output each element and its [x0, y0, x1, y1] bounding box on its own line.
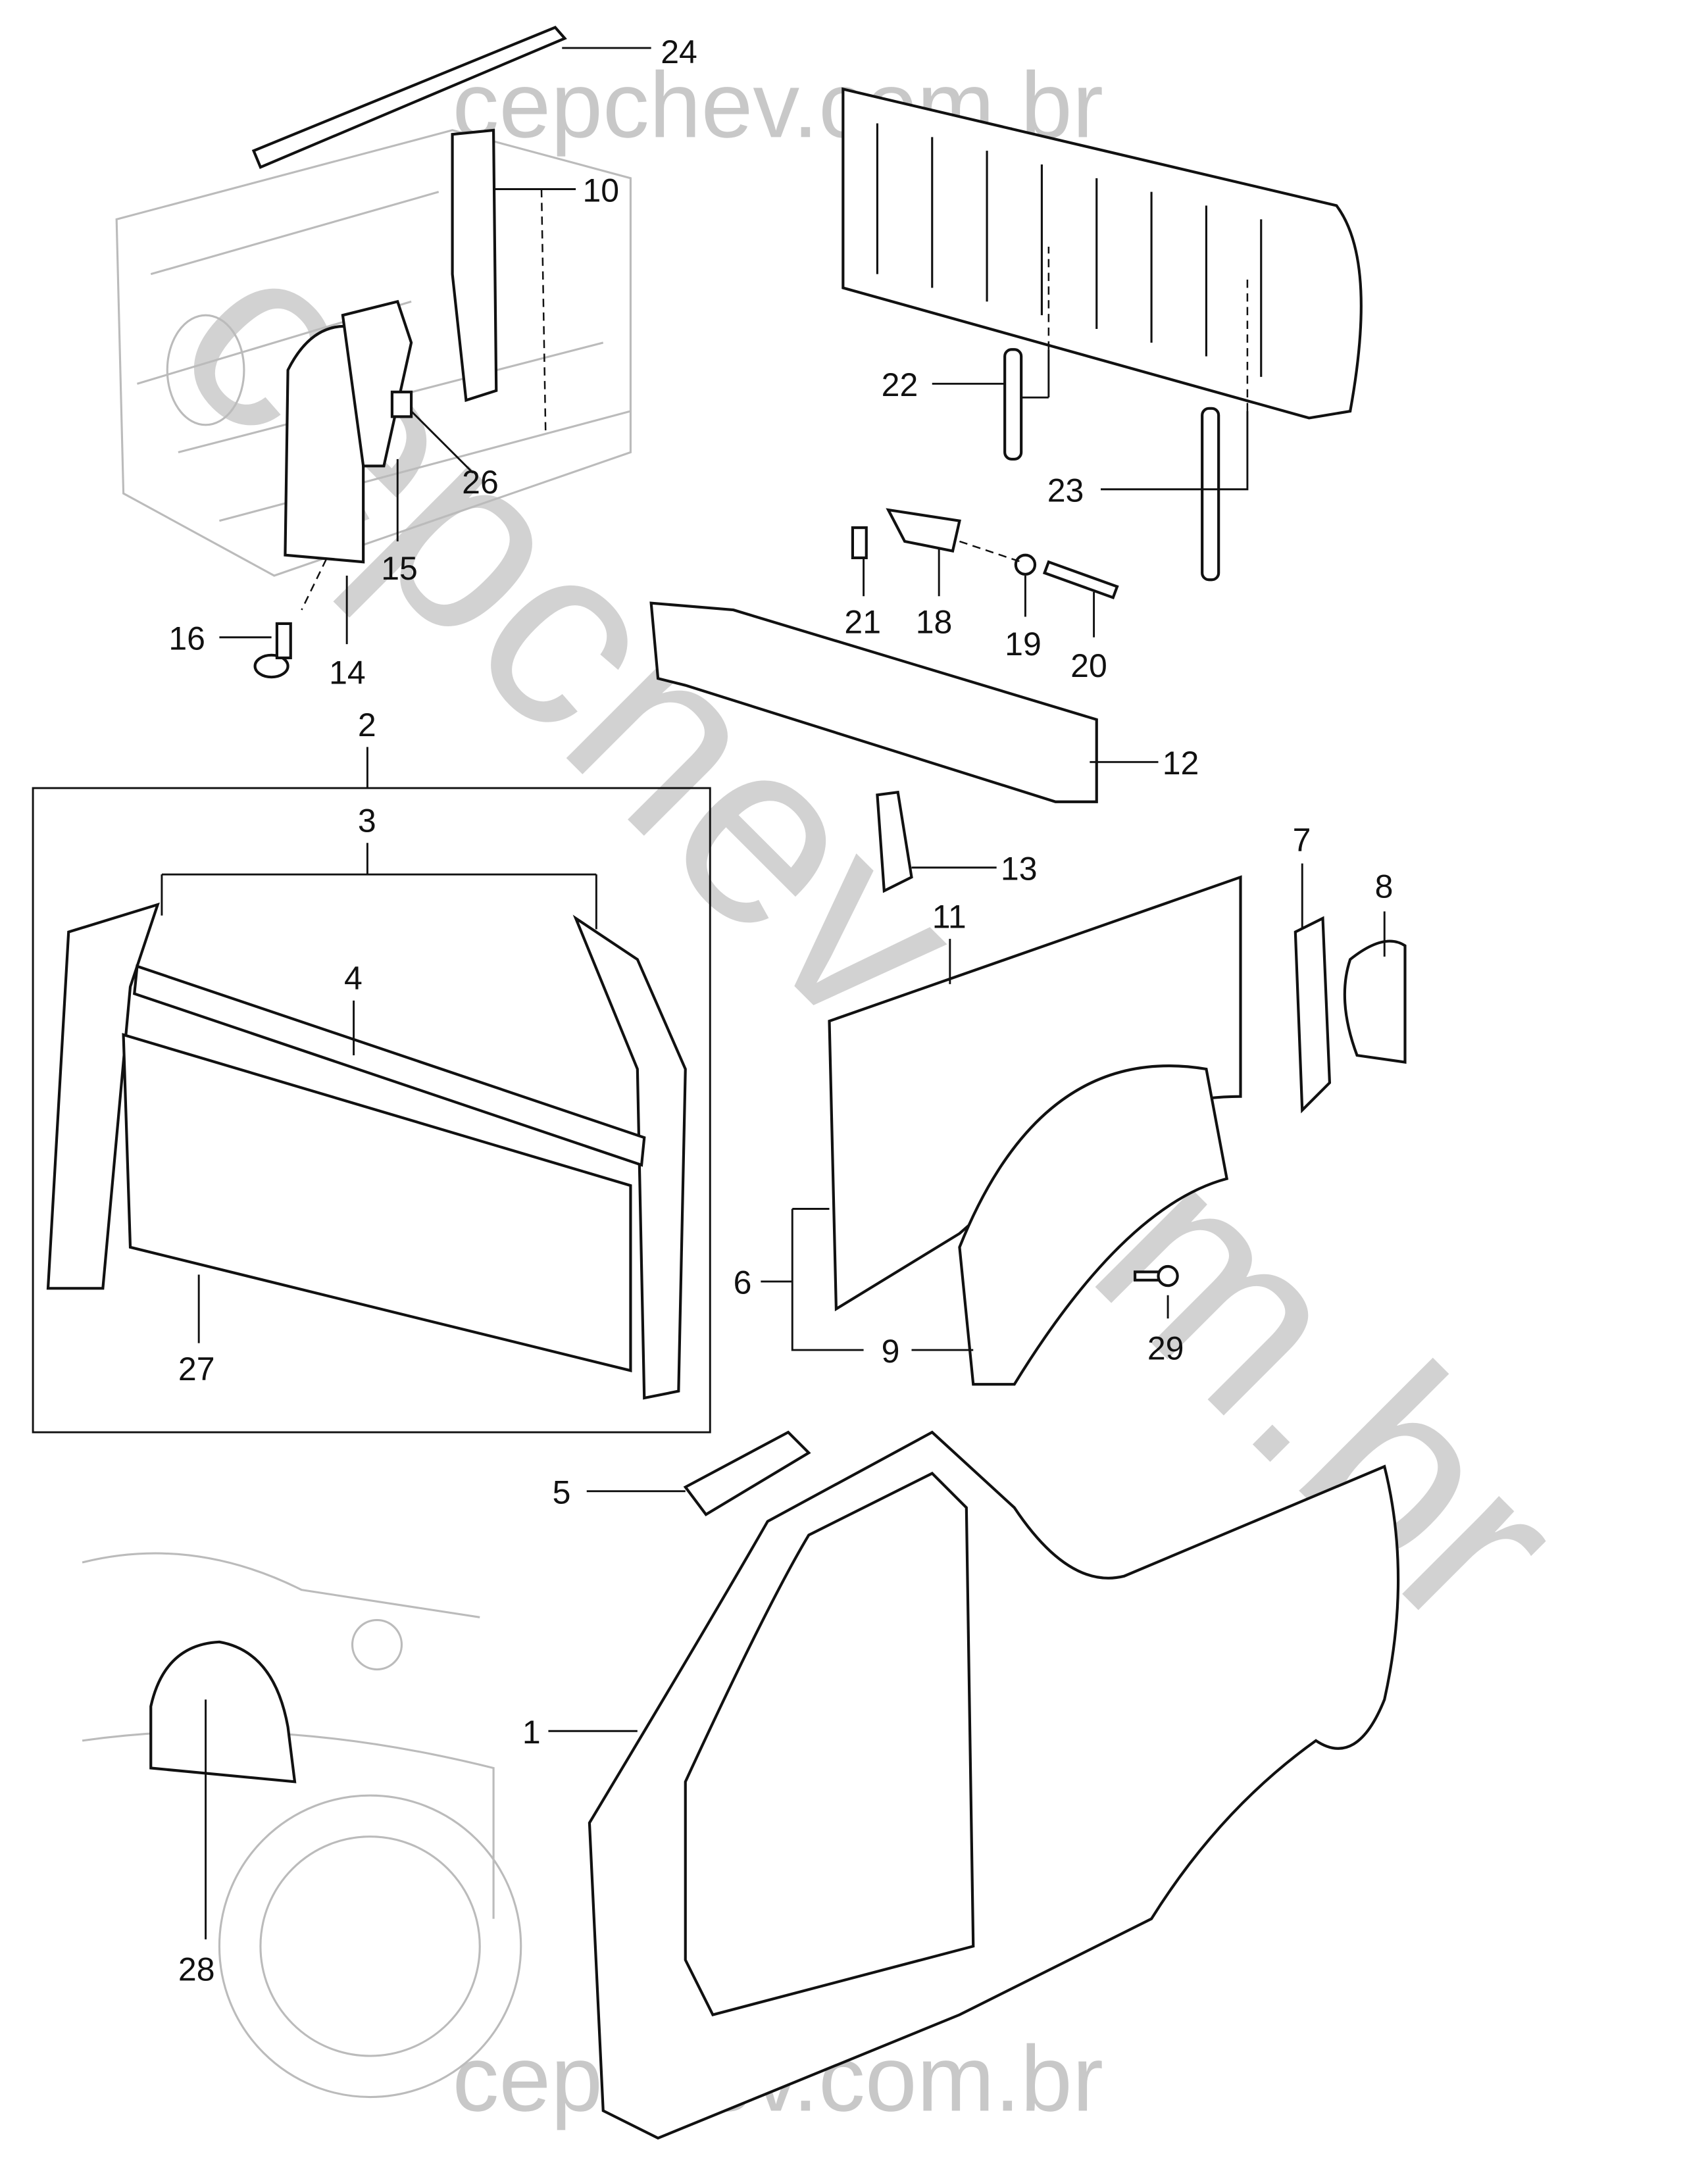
callout-27: 27	[178, 1351, 215, 1387]
part-26-clip	[390, 390, 413, 418]
part-12-crossmember	[649, 601, 1098, 803]
assembly-box-2	[32, 787, 711, 1434]
part-29-screw	[1134, 1264, 1179, 1287]
callout-15: 15	[381, 550, 418, 587]
part-3-right-pillar	[572, 914, 687, 1400]
tailgate-ribs	[876, 123, 1263, 377]
part-1-door-opening	[684, 1472, 975, 2016]
callout-14: 14	[329, 655, 366, 691]
callout-8: 8	[1375, 868, 1394, 905]
part-19-washer	[1014, 553, 1037, 576]
part-9-wheelhouse	[958, 1064, 1229, 1386]
callout-18: 18	[916, 604, 953, 641]
part-28-lamp-housing	[149, 1640, 297, 1784]
callout-10: 10	[583, 172, 620, 209]
part-24-bed-rail-strip	[251, 26, 567, 169]
callout-22: 22	[882, 366, 918, 403]
callout-2: 2	[358, 707, 376, 743]
callout-4: 4	[344, 960, 363, 997]
callout-11: 11	[932, 898, 967, 935]
callout-29: 29	[1147, 1330, 1184, 1367]
part-3-left-pillar	[46, 902, 160, 1290]
part-20-pin	[1042, 560, 1119, 599]
callout-5: 5	[553, 1474, 571, 1510]
car-rear-background	[82, 1552, 522, 2099]
callout-16: 16	[168, 620, 205, 657]
truck-bed-background	[115, 129, 632, 577]
callout-21: 21	[844, 604, 881, 641]
part-18-hinge	[886, 508, 961, 553]
callout-28: 28	[178, 1951, 215, 1987]
tailgate-panel	[841, 87, 1363, 420]
callout-13: 13	[1001, 851, 1038, 887]
callout-1: 1	[522, 1714, 541, 1751]
callout-9: 9	[882, 1333, 900, 1370]
part-16-screw	[253, 622, 292, 679]
part-23-seal	[1201, 407, 1220, 582]
part-8-lamp-housing	[1343, 939, 1407, 1064]
part-27-rear-panel	[122, 1033, 632, 1372]
part-5-reinforcement	[683, 1430, 811, 1516]
part-4-upper-rail	[133, 964, 646, 1167]
callout-3: 3	[358, 803, 376, 839]
callout-6: 6	[734, 1264, 752, 1301]
callout-12: 12	[1163, 745, 1199, 782]
callout-24: 24	[661, 34, 697, 70]
callout-19: 19	[1005, 626, 1042, 662]
part-7-bracket	[1294, 916, 1332, 1114]
part-13-bracket	[876, 790, 913, 893]
callout-20: 20	[1070, 647, 1107, 684]
callout-23: 23	[1047, 472, 1084, 509]
part-21-bolt	[851, 526, 868, 560]
leader-lines	[161, 47, 1386, 1939]
part-10-post-trim	[451, 128, 498, 403]
callout-26: 26	[462, 464, 499, 501]
part-22-seal	[1003, 348, 1023, 461]
callout-7: 7	[1293, 822, 1311, 859]
